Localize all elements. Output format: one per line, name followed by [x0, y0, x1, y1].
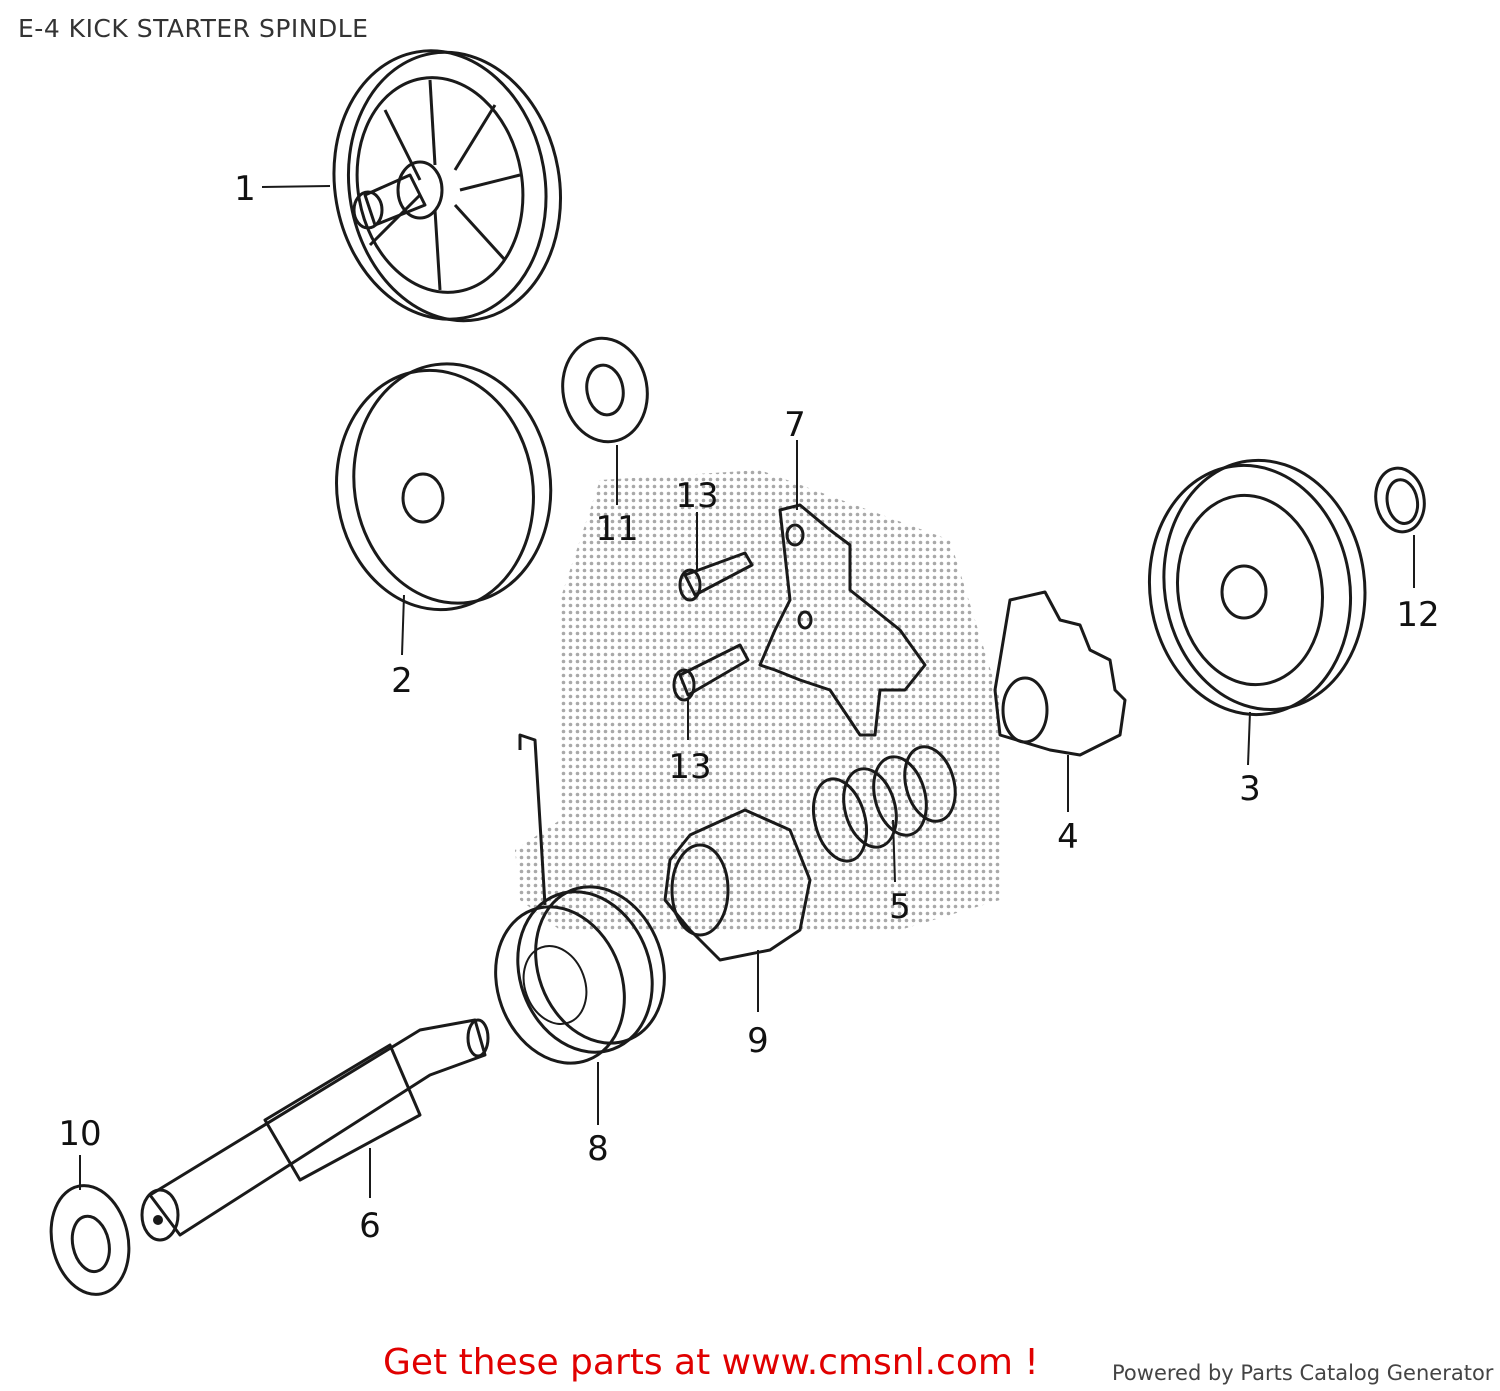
- part-13-bolt-upper[interactable]: [678, 551, 754, 602]
- callout-11: 11: [595, 509, 638, 549]
- part-11-washer[interactable]: [555, 331, 656, 448]
- leader-lines: [79, 185, 1415, 1198]
- callout-2: 2: [391, 661, 413, 701]
- part-6-spindle[interactable]: [140, 1018, 490, 1242]
- callout-5: 5: [889, 887, 911, 927]
- callout-4: 4: [1057, 817, 1079, 857]
- part-3-gear[interactable]: [1134, 447, 1381, 727]
- callout-13-upper: 13: [675, 476, 718, 516]
- part-7-guide-plate[interactable]: [758, 503, 927, 737]
- part-13-bolt-lower[interactable]: [672, 643, 750, 702]
- part-4-ratchet[interactable]: [993, 590, 1127, 757]
- callout-12: 12: [1396, 595, 1439, 635]
- powered-by-text: Powered by Parts Catalog Generator: [1112, 1361, 1494, 1385]
- part-10-washer[interactable]: [41, 1178, 138, 1301]
- callout-13-lower: 13: [668, 747, 711, 787]
- callout-9: 9: [747, 1021, 769, 1061]
- promo-link[interactable]: Get these parts at www.cmsnl.com !: [383, 1342, 1039, 1383]
- callout-3: 3: [1239, 769, 1261, 809]
- diagram-title: E-4 KICK STARTER SPINDLE: [18, 14, 369, 43]
- part-8-return-spring[interactable]: [474, 733, 685, 1081]
- part-9-spring-collar[interactable]: [663, 808, 812, 962]
- part-12-washer[interactable]: [1371, 464, 1429, 535]
- callout-7: 7: [784, 405, 806, 445]
- part-1-gear[interactable]: [313, 34, 581, 338]
- part-5-spring[interactable]: [805, 741, 963, 867]
- callout-10: 10: [58, 1114, 101, 1154]
- callout-6: 6: [359, 1206, 381, 1246]
- callout-8: 8: [587, 1129, 609, 1169]
- watermark-logo: [515, 470, 1000, 930]
- callout-1: 1: [234, 169, 256, 209]
- part-2-gear[interactable]: [321, 351, 566, 622]
